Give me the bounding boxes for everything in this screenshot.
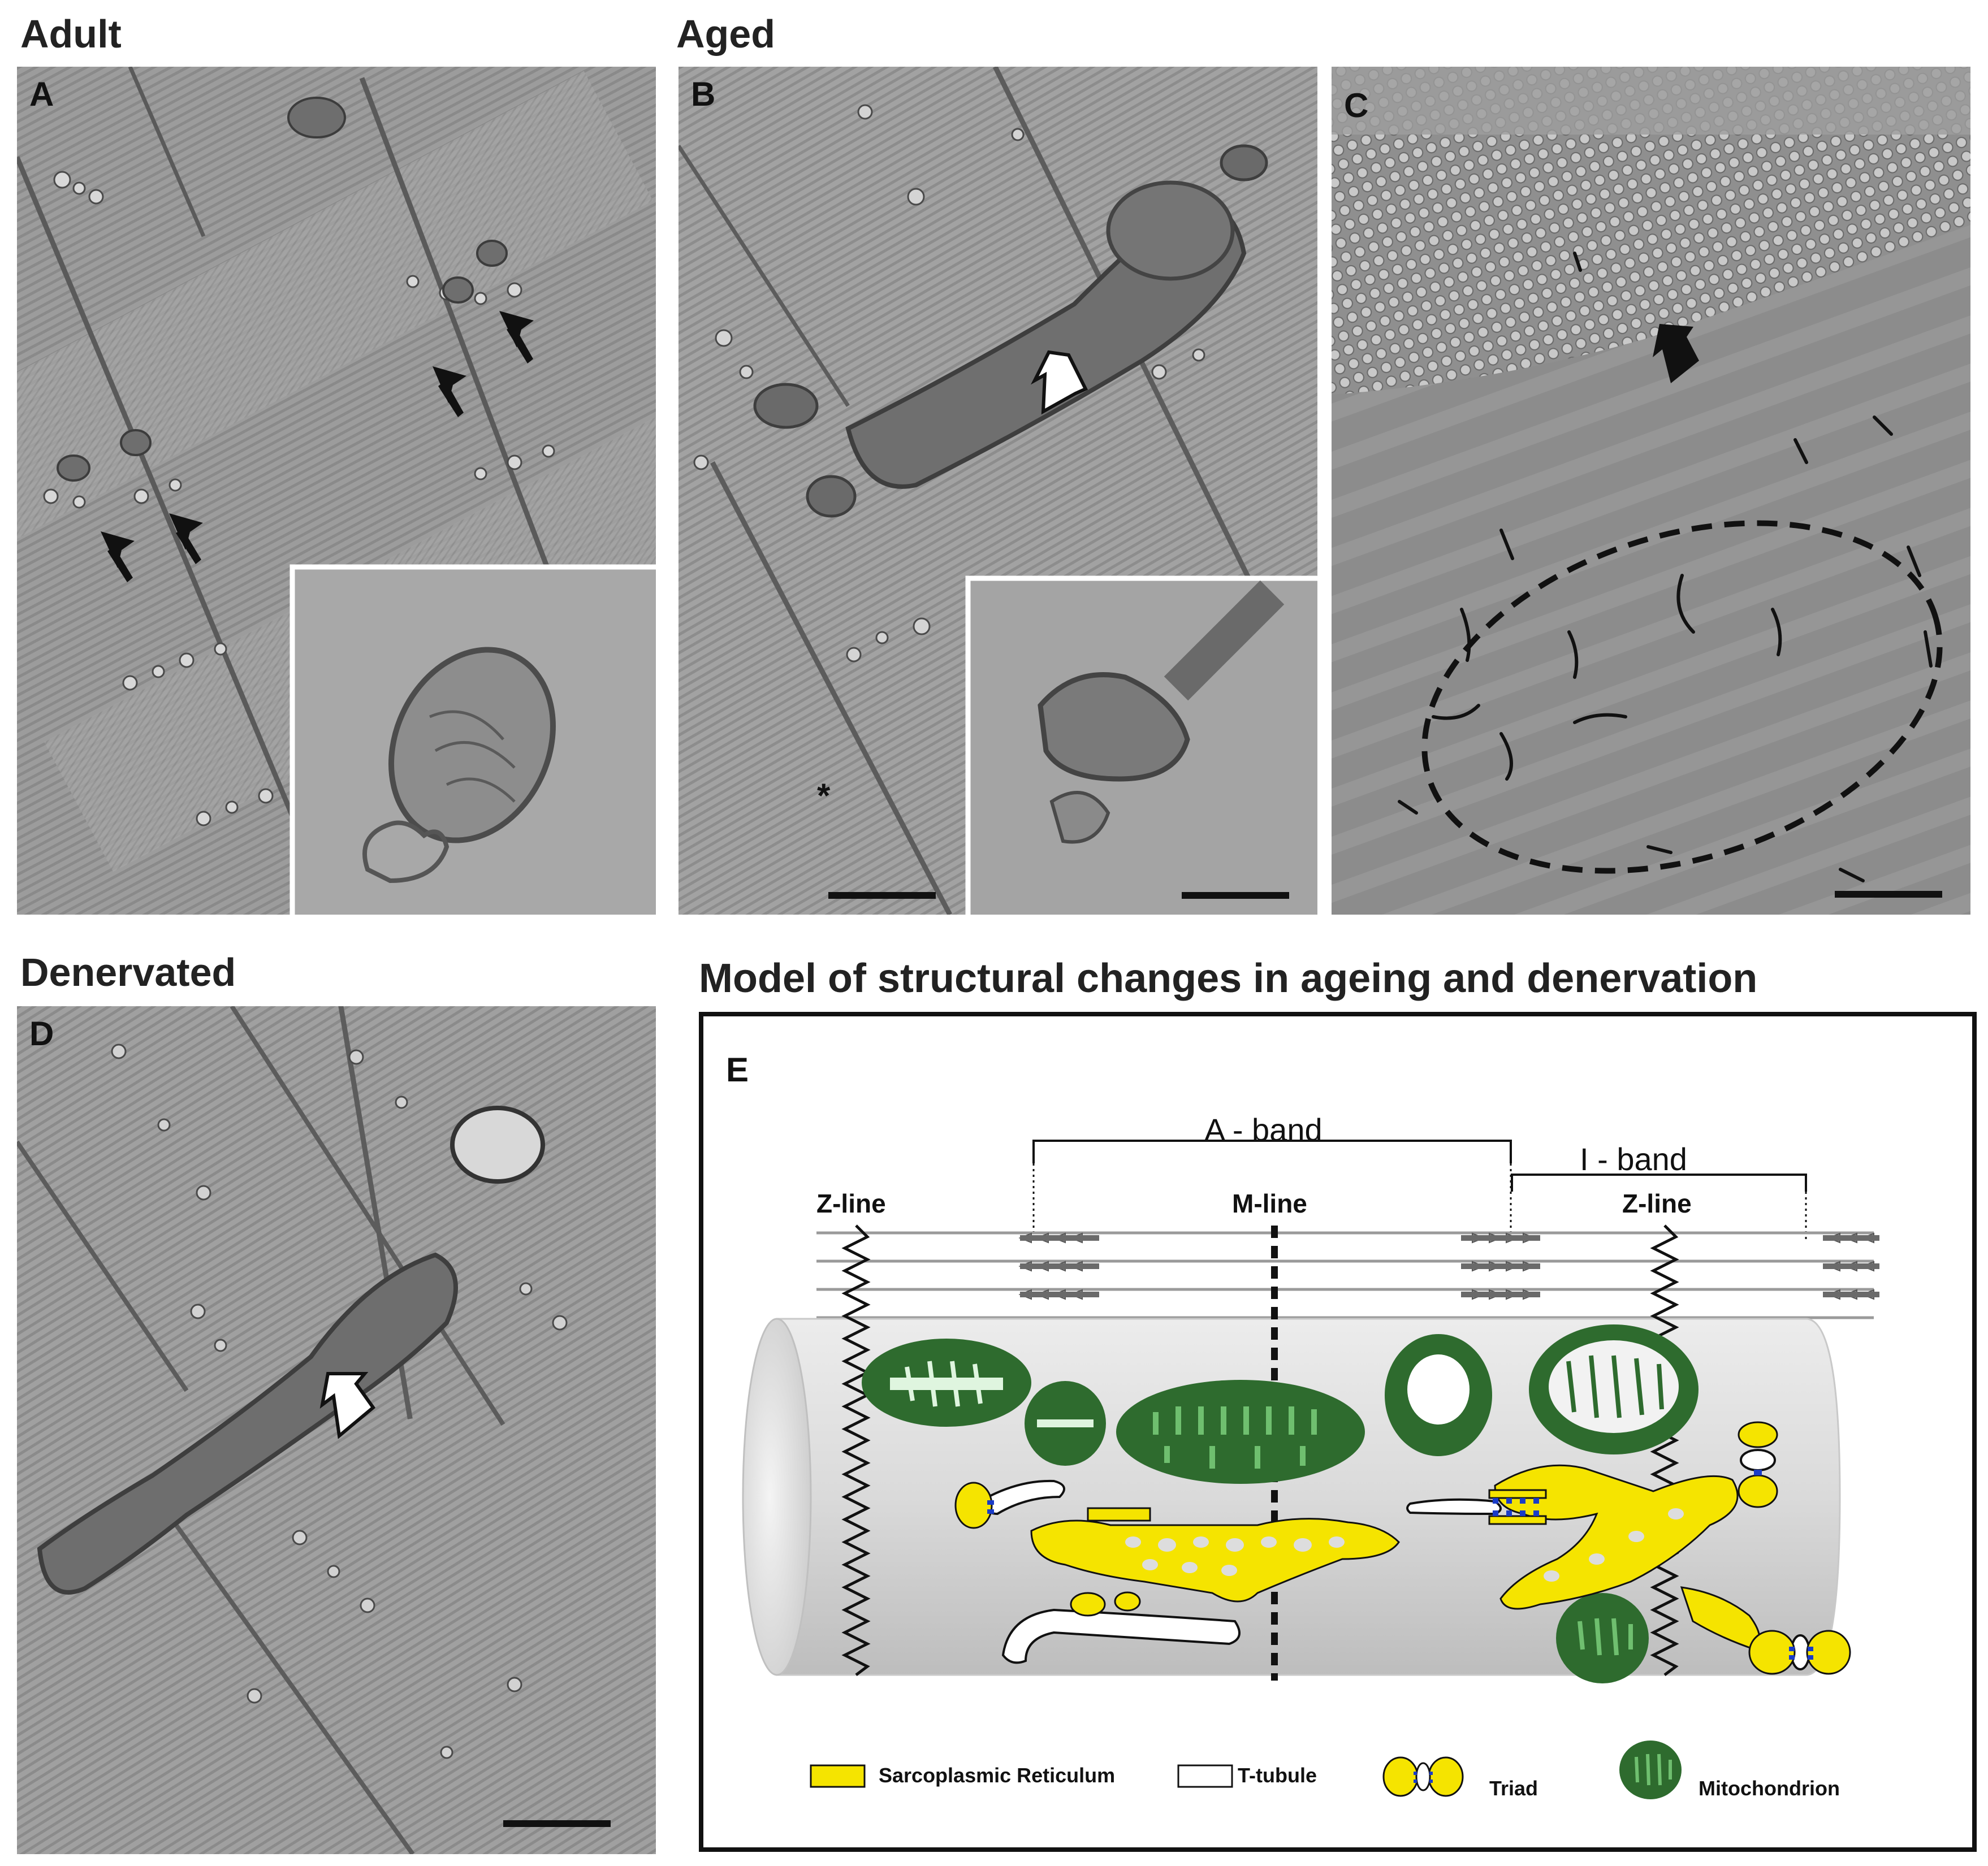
mitochondria-group: [862, 1324, 1699, 1683]
z-line-left-label: Z-line: [816, 1189, 886, 1218]
panel-c-micrograph: C: [1332, 67, 1970, 915]
legend-triad-label: Triad: [1489, 1777, 1538, 1800]
z-line-right: [1650, 1224, 1679, 1676]
panel-d-micrograph: D: [17, 1006, 656, 1854]
triads: [954, 1421, 1851, 1675]
m-line-label: M-line: [1232, 1189, 1307, 1218]
i-band-label: I - band: [1580, 1141, 1687, 1177]
dashed-region-outline: [1421, 520, 1943, 874]
open-arrow-marker: [1030, 350, 1088, 415]
legend-mito-swatch: [1619, 1741, 1682, 1799]
panel-a-image: [17, 67, 656, 915]
panel-b-micrograph: * B: [678, 67, 1317, 915]
panel-c-image: [1332, 67, 1970, 915]
panel-d-image: [17, 1006, 656, 1854]
i-band-bracket: [1511, 1174, 1807, 1192]
heading-denervated: Denervated: [20, 950, 236, 994]
heading-aged: Aged: [676, 12, 775, 56]
heading-model: Model of structural changes in ageing an…: [699, 956, 1758, 1001]
model-diagram: [742, 1140, 1879, 1799]
panel-b-label: B: [691, 75, 716, 113]
scale-bar-b-inset: [1182, 892, 1289, 899]
scale-bar-c: [1835, 891, 1942, 898]
filled-arrow-marker: [1653, 324, 1699, 383]
panel-e-label: E: [726, 1051, 749, 1089]
open-arrow-marker-d: [319, 1372, 376, 1439]
a-band-bracket: [1032, 1140, 1512, 1163]
panel-a-micrograph: A: [17, 67, 656, 915]
scale-bar-d: [503, 1820, 611, 1827]
asterisk-marker: *: [817, 777, 831, 815]
legend-sr-label: Sarcoplasmic Reticulum: [879, 1764, 1116, 1787]
legend-tt-swatch: [1177, 1764, 1233, 1788]
panel-a-label: A: [29, 75, 54, 113]
legend-sr-swatch: [810, 1764, 866, 1788]
panel-e-model: E: [699, 1012, 1977, 1852]
arrow-markers: [101, 311, 534, 582]
panel-b-image: *: [678, 67, 1317, 915]
panel-d-label: D: [29, 1015, 54, 1053]
legend-mito-label: Mitochondrion: [1699, 1777, 1840, 1800]
z-line-left: [841, 1224, 871, 1676]
legend-tt-label: T-tubule: [1238, 1764, 1317, 1787]
heading-adult: Adult: [20, 12, 122, 56]
t-tubules: [984, 1449, 1810, 1670]
z-line-right-label: Z-line: [1622, 1189, 1692, 1218]
panel-c-label: C: [1344, 86, 1369, 124]
legend-triad-swatch: [1382, 1756, 1464, 1797]
scale-bar-b: [828, 892, 936, 899]
a-band-label: A - band: [1204, 1112, 1323, 1148]
